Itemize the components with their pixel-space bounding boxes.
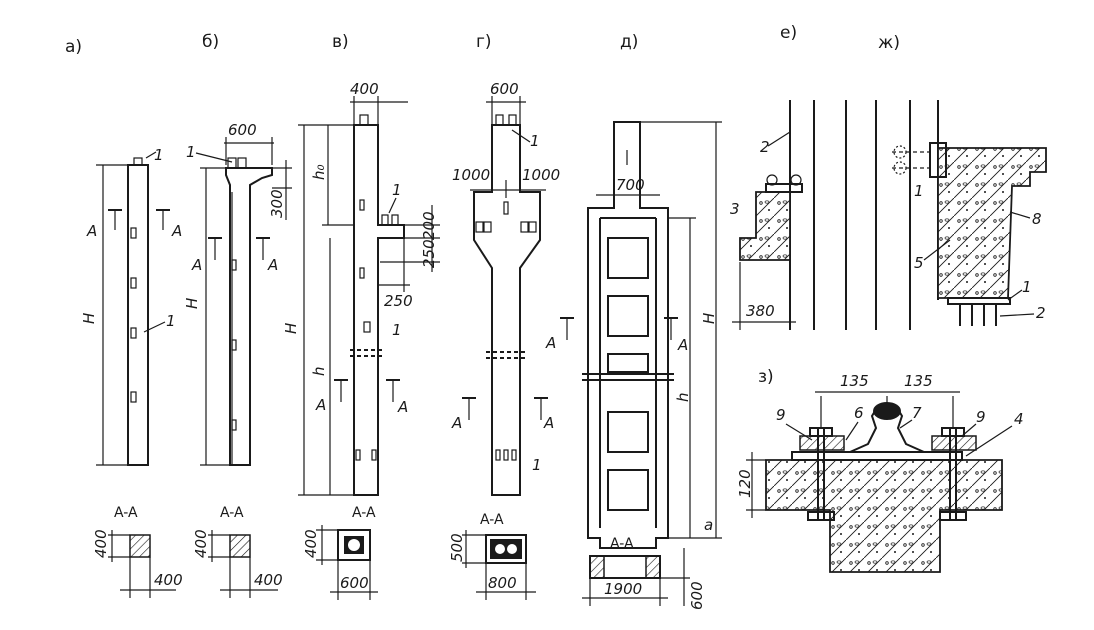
panel-zh: ж) 1 8 5 1 2 <box>875 33 1047 330</box>
dim-700: 700 <box>616 176 645 194</box>
crane-console-zh <box>937 147 1047 299</box>
section-title: A-A <box>220 505 244 521</box>
dim-1900: 1900 <box>604 580 642 598</box>
column-a-body <box>127 164 149 466</box>
column-a-bolt <box>133 157 143 166</box>
dim-1000: 1000 <box>452 166 490 184</box>
dim-400: 400 <box>92 529 110 558</box>
panel-e: е) 2 3 380 <box>730 23 847 330</box>
callout-3: 3 <box>730 200 740 218</box>
column-a-embed <box>130 391 137 403</box>
dim-400: 400 <box>302 529 320 558</box>
panel-g: г) 600 1 1000 1000 A A 1 A-A <box>448 32 560 600</box>
column-b-body <box>225 167 273 466</box>
section-mark-A: A <box>191 256 202 274</box>
section-mark-A: A <box>451 414 462 432</box>
callout-4: 4 <box>1014 410 1024 428</box>
dim-a: a <box>704 516 713 534</box>
column-g-body <box>473 124 541 496</box>
section-mark-A: A <box>315 396 326 414</box>
crane-console-e <box>739 191 791 261</box>
panel-z-letter: з) <box>758 367 774 387</box>
section-mark-A: A <box>171 222 182 240</box>
panel-e-letter: е) <box>780 23 797 43</box>
callout-1: 1 <box>914 182 924 200</box>
section-v-shape <box>337 529 371 561</box>
dim-h: h <box>674 392 692 402</box>
dim-500: 500 <box>448 533 466 562</box>
section-mark-A: A <box>545 334 556 352</box>
panel-z: з) 135 135 9 6 7 9 4 120 <box>736 367 1024 573</box>
dim-h: h <box>310 366 328 376</box>
panel-a-letter: а) <box>65 37 82 57</box>
dim-380: 380 <box>746 302 775 320</box>
dim-H: H <box>700 313 718 324</box>
section-mark-A: A <box>86 222 97 240</box>
dim-200: 200 <box>420 211 438 240</box>
dim-135: 135 <box>840 372 869 390</box>
section-title: A-A <box>114 505 138 521</box>
dim-h0: h₀ <box>310 164 328 180</box>
dim-600: 600 <box>688 581 706 610</box>
dim-H: H <box>282 323 300 334</box>
panel-b: б) 600 1 300 H A A A-A 400 <box>183 32 292 598</box>
callout-1: 1 <box>186 143 196 161</box>
panel-a: а) H A A 1 1 A-A 400 400 <box>65 37 183 598</box>
section-a-shape <box>129 534 151 558</box>
dim-600: 600 <box>490 80 519 98</box>
dim-300: 300 <box>268 189 286 218</box>
panel-zh-letter: ж) <box>878 33 900 53</box>
panel-d: д) 700 H h A A a A-A <box>545 32 722 610</box>
callout-1: 1 <box>532 456 542 474</box>
dim-400: 400 <box>254 571 283 589</box>
dim-600: 600 <box>228 121 257 139</box>
panel-b-letter: б) <box>202 32 219 52</box>
callout-1: 1 <box>392 321 402 339</box>
dim-135: 135 <box>904 372 933 390</box>
column-a-embed <box>130 277 137 289</box>
section-title: A-A <box>480 512 504 528</box>
callout-9: 9 <box>976 408 986 426</box>
column-a-embed <box>130 227 137 239</box>
section-mark-A: A <box>397 398 408 416</box>
callout-1: 1 <box>392 181 402 199</box>
section-mark-A: A <box>543 414 554 432</box>
dim-120: 120 <box>736 469 754 498</box>
panel-v: в) 400 h₀ 1 200 250 250 H h 1 <box>282 32 440 600</box>
section-title: A-A <box>610 536 634 552</box>
dim-H: H <box>183 298 201 309</box>
callout-1: 1 <box>1022 278 1032 296</box>
callout-9: 9 <box>776 406 786 424</box>
dim-800: 800 <box>488 574 517 592</box>
panel-v-letter: в) <box>332 32 349 52</box>
dim-600: 600 <box>340 574 369 592</box>
section-b-shape <box>229 534 251 558</box>
dim-250: 250 <box>420 239 438 268</box>
dim-250: 250 <box>384 292 413 310</box>
panel-d-letter: д) <box>620 32 638 52</box>
section-mark-A: A <box>267 256 278 274</box>
callout-1: 1 <box>166 312 176 330</box>
callout-1: 1 <box>530 132 540 150</box>
section-mark-A: A <box>677 336 688 354</box>
callout-5: 5 <box>914 254 924 272</box>
dim-400: 400 <box>192 529 210 558</box>
section-title: A-A <box>352 505 376 521</box>
callout-2: 2 <box>760 138 770 156</box>
dim-1000: 1000 <box>522 166 560 184</box>
panel-g-letter: г) <box>476 32 492 52</box>
column-d-body <box>587 121 669 549</box>
callout-8: 8 <box>1032 210 1042 228</box>
dim-400: 400 <box>154 571 183 589</box>
callout-2: 2 <box>1036 304 1046 322</box>
dim-H: H <box>80 313 98 324</box>
section-g-shape <box>485 534 527 564</box>
dim-400: 400 <box>350 80 379 98</box>
callout-6: 6 <box>854 404 864 422</box>
callout-7: 7 <box>912 404 922 422</box>
column-a-embed <box>130 327 137 339</box>
callout-1: 1 <box>154 146 164 164</box>
